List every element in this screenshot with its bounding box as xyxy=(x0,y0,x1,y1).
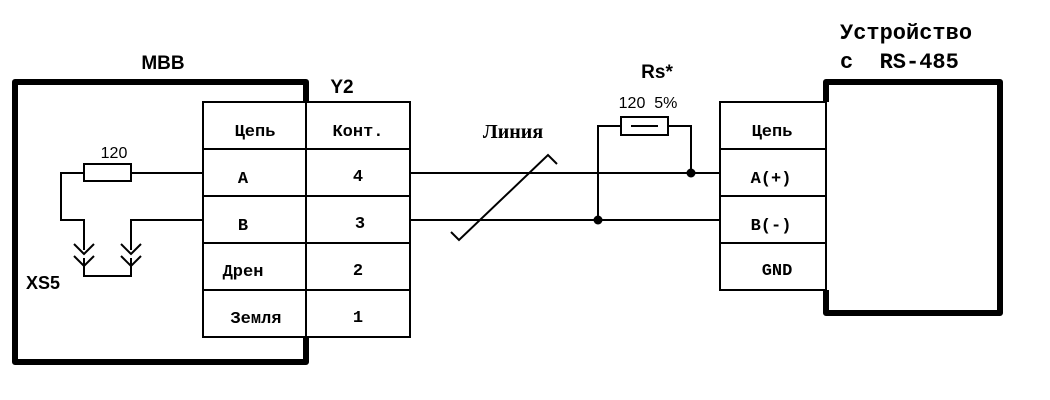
connector-y2-label: Y2 xyxy=(330,77,353,98)
y2-row-contact: 2 xyxy=(353,262,363,281)
y2-row-circuit: B xyxy=(238,217,248,236)
y2-row-contact: 4 xyxy=(353,168,363,187)
device-row-b: B(-) xyxy=(751,217,792,236)
rs-label: Rs* xyxy=(641,62,673,83)
device-row-a: A(+) xyxy=(751,170,792,189)
mvv-enclosure xyxy=(12,79,309,365)
device-terminal-table xyxy=(719,101,827,291)
y2-row-contact: 3 xyxy=(355,215,365,234)
device-row-gnd: GND xyxy=(762,262,793,281)
rs-value: 120 5% xyxy=(619,95,678,112)
junction-dot-b xyxy=(593,215,603,225)
rs-lead-b xyxy=(597,125,621,220)
terminator-resistor-icon xyxy=(83,163,132,182)
y2-row-circuit: Дрен xyxy=(223,263,264,282)
socket-xs5-label: XS5 xyxy=(26,273,60,293)
y2-header-contact: Конт. xyxy=(332,123,383,142)
resistor-rs: Rs* 120 5% xyxy=(593,62,696,225)
device-title-line1: Устройство xyxy=(840,21,972,46)
junction-dot-a xyxy=(686,168,696,178)
rs485-device: Устройство с RS-485 Цепь A(+) B(-) GND xyxy=(719,21,1003,316)
terminator-value: 120 xyxy=(101,145,128,162)
y2-row-contact: 1 xyxy=(353,309,363,328)
line-break-icon xyxy=(450,153,558,242)
mvv-title: МВВ xyxy=(141,53,184,74)
mvv-unit: МВВ Y2 Цепь Конт. A 4 B 3 Дрен 2 Земля 1… xyxy=(12,53,411,365)
y2-row-circuit: A xyxy=(238,170,249,189)
device-title-line2: с RS-485 xyxy=(840,50,959,75)
bus-line: Линия xyxy=(410,121,720,242)
device-enclosure xyxy=(823,79,1003,316)
y2-header-circuit: Цепь xyxy=(235,123,276,142)
rs-lead-a xyxy=(668,125,692,173)
device-header-circuit: Цепь xyxy=(752,123,793,142)
socket-xs5-icon xyxy=(73,243,142,268)
internal-wiring xyxy=(60,172,203,277)
y2-row-circuit: Земля xyxy=(230,310,281,329)
line-label: Линия xyxy=(483,121,543,143)
